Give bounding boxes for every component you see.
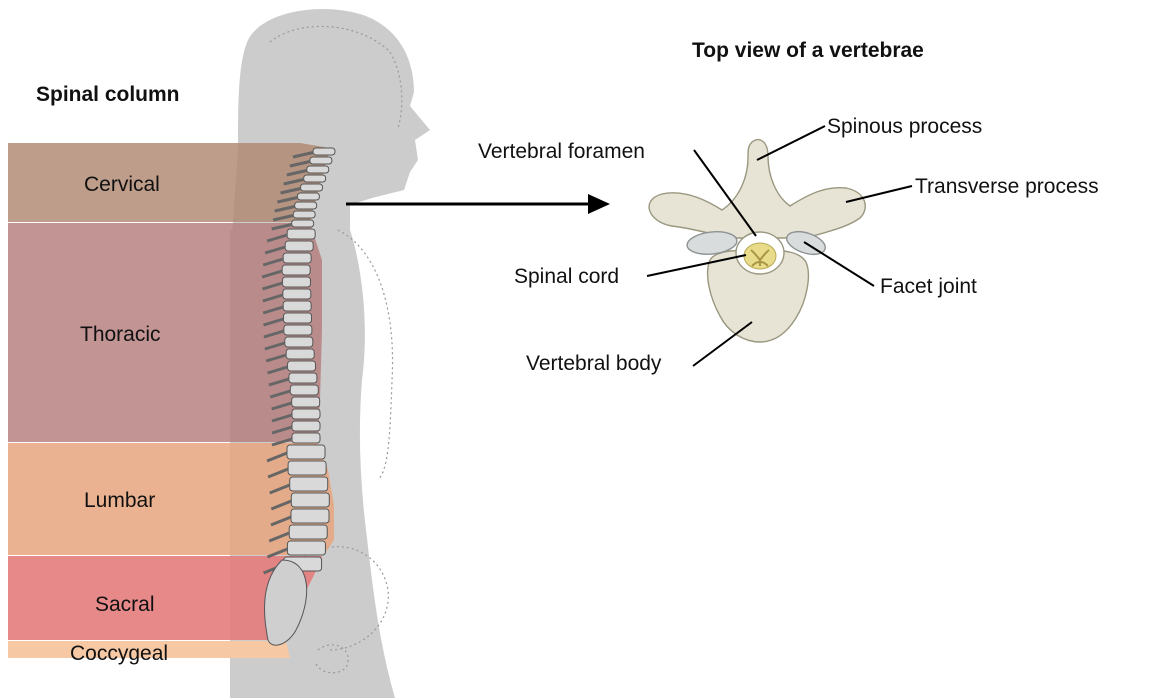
vertebra-17 xyxy=(284,325,312,335)
leader-facet-joint xyxy=(804,242,874,286)
vertebra-30 xyxy=(291,493,329,507)
label-lumbar: Lumbar xyxy=(84,489,155,512)
pointer-arrow xyxy=(346,194,610,214)
leader-vertebral-body xyxy=(693,322,752,366)
vertebra-7 xyxy=(293,211,315,218)
label-vertebral-foramen: Vertebral foramen xyxy=(478,140,645,163)
vertebra-illustration xyxy=(649,140,865,342)
vertebra-33 xyxy=(287,541,325,555)
vertebra-12 xyxy=(282,265,310,275)
vertebra-20 xyxy=(288,361,316,371)
vertebra-19 xyxy=(286,349,314,359)
vertebra-29 xyxy=(290,477,328,491)
vertebra-3 xyxy=(304,175,326,182)
vertebra-14 xyxy=(283,289,311,299)
label-thoracic: Thoracic xyxy=(80,323,161,346)
vertebra-0 xyxy=(313,148,335,155)
vertebra-25 xyxy=(292,421,320,431)
vertebra-15 xyxy=(283,301,311,311)
vertebra-27 xyxy=(287,445,325,459)
vertebra-22 xyxy=(290,385,318,395)
vertebra-4 xyxy=(301,184,323,191)
vertebra-23 xyxy=(292,397,320,407)
vertebra-view-title: Top view of a vertebrae xyxy=(692,39,924,62)
vertebra-21 xyxy=(289,373,317,383)
label-spinous-process: Spinous process xyxy=(827,115,982,138)
arrow-head xyxy=(588,194,610,214)
label-cervical: Cervical xyxy=(84,173,160,196)
vertebra-16 xyxy=(284,313,312,323)
label-spinal-cord: Spinal cord xyxy=(514,265,619,288)
vertebra-26 xyxy=(292,433,320,443)
vertebra-13 xyxy=(282,277,310,287)
vertebra-9 xyxy=(287,229,315,239)
label-sacral: Sacral xyxy=(95,593,155,616)
vertebra-18 xyxy=(285,337,313,347)
vertebra-8 xyxy=(292,220,314,227)
vertebra-28 xyxy=(288,461,326,475)
label-vertebral-body: Vertebral body xyxy=(526,352,662,375)
band-lumbar xyxy=(8,443,334,555)
label-coccygeal: Coccygeal xyxy=(70,642,168,665)
vertebra-31 xyxy=(291,509,329,523)
label-facet-joint: Facet joint xyxy=(880,275,977,298)
label-transverse-process: Transverse process xyxy=(915,175,1099,198)
vertebra-5 xyxy=(297,193,319,200)
leader-spinous-process xyxy=(757,126,825,160)
vertebra-10 xyxy=(285,241,313,251)
vertebra-labels: Spinous process Transverse process Verte… xyxy=(478,115,1099,375)
vertebra-1 xyxy=(310,157,332,164)
vertebra-6 xyxy=(295,202,317,209)
spinal-column-title: Spinal column xyxy=(36,83,180,106)
vertebra-24 xyxy=(292,409,320,419)
vertebra-arch xyxy=(649,140,865,238)
vertebra-2 xyxy=(307,166,329,173)
vertebra-11 xyxy=(283,253,311,263)
vertebra-32 xyxy=(289,525,327,539)
